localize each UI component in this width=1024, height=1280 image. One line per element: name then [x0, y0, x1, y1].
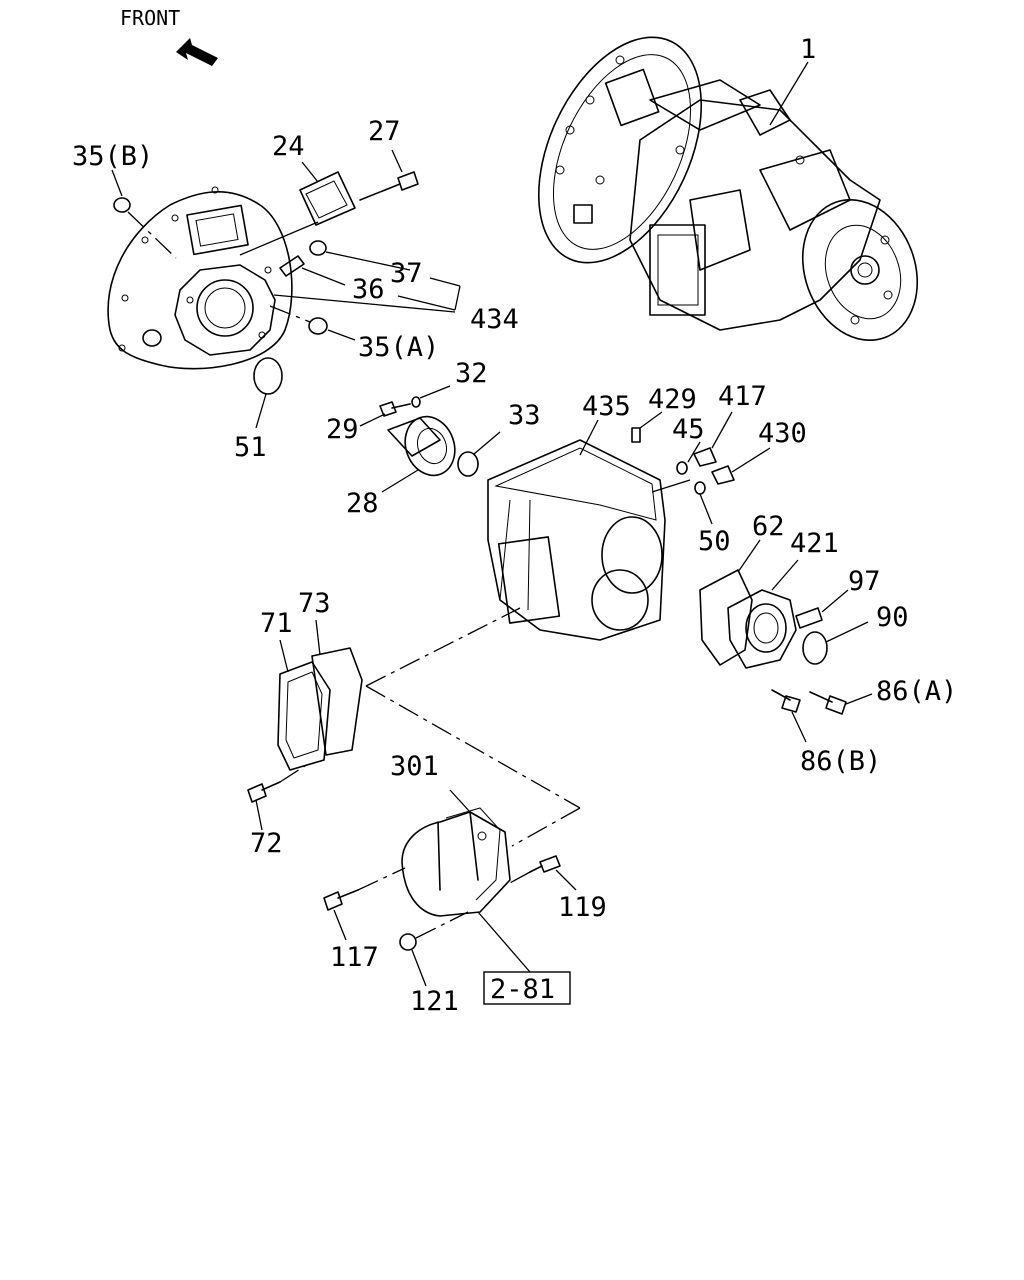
part-430-plug	[711, 465, 735, 485]
part-label-28: 28	[346, 488, 379, 519]
alignment-line	[365, 685, 581, 809]
part-35b-nut	[113, 197, 131, 213]
part-119-stud	[529, 855, 561, 873]
part-label-117: 117	[330, 942, 379, 973]
alignment-line	[511, 807, 581, 847]
part-label-421: 421	[790, 528, 839, 559]
part-label-36: 36	[352, 274, 385, 305]
part-label-97: 97	[848, 566, 881, 597]
part-label-35a: 35(A)	[358, 332, 439, 363]
part-label-29: 29	[326, 414, 359, 445]
part-97-bolt	[795, 607, 823, 629]
part-label-71: 71	[260, 608, 293, 639]
part-label-73: 73	[298, 588, 331, 619]
part-35a-nut	[308, 317, 328, 335]
part-417-plug	[693, 447, 717, 467]
part-label-33: 33	[508, 400, 541, 431]
part-435-case	[487, 439, 666, 641]
part-301-pto-cover	[401, 807, 511, 917]
part-label-429: 429	[648, 384, 697, 415]
part-label-72: 72	[250, 828, 283, 859]
part-label-37: 37	[390, 258, 423, 289]
part-429-pin	[631, 427, 641, 443]
part-label-35b: 35(B)	[72, 141, 153, 172]
part-121-nut	[399, 933, 417, 951]
part-label-62: 62	[752, 511, 785, 542]
part-72-bolt	[247, 781, 281, 803]
front-label: FRONT	[120, 6, 180, 30]
part-label-51: 51	[234, 432, 267, 463]
part-32-oring	[411, 396, 421, 408]
part-label-32: 32	[455, 358, 488, 389]
part-33-seal	[457, 451, 479, 477]
part-label-90: 90	[876, 602, 909, 633]
part-73-gasket	[311, 647, 363, 756]
part-label-121: 121	[410, 986, 459, 1017]
part-label-45: 45	[672, 414, 705, 445]
part-label-119: 119	[558, 892, 607, 923]
part-label-1: 1	[800, 34, 816, 65]
part-51-cap	[253, 357, 283, 395]
clutch-housing	[107, 186, 293, 370]
part-117-bolt	[323, 889, 359, 911]
part-label-417: 417	[718, 381, 767, 412]
part-36-pin	[279, 255, 305, 277]
part-27-bolt	[359, 171, 419, 201]
part-label-27: 27	[368, 116, 401, 147]
part-24-plate	[299, 171, 356, 226]
part-50-oring	[694, 481, 706, 495]
part-label-24: 24	[272, 131, 305, 162]
alignment-line	[365, 607, 521, 687]
part-45-oring	[676, 461, 688, 475]
part-label-86a: 86(A)	[876, 676, 957, 707]
part-421-rear-cover	[727, 589, 797, 669]
part-label-50: 50	[698, 526, 731, 557]
part-86b-bolt	[771, 689, 801, 713]
part-label-430: 430	[758, 418, 807, 449]
part-71-cover	[277, 661, 331, 771]
part-29-bolt	[379, 401, 411, 417]
part-28-retainer	[387, 415, 456, 477]
part-62-gasket	[699, 569, 753, 666]
part-label-301: 301	[390, 751, 439, 782]
part-label-435: 435	[582, 391, 631, 422]
reference-box[interactable]	[483, 971, 571, 1005]
part-37-nut	[309, 240, 327, 256]
part-label-434: 434	[470, 304, 519, 335]
part-86a-bolt	[809, 691, 847, 715]
transmission-assembly	[537, 36, 919, 342]
front-arrow-icon	[176, 38, 218, 66]
part-label-86b: 86(B)	[800, 746, 881, 777]
part-90-seal	[802, 631, 828, 665]
reference-label-2-81[interactable]: 2-81	[490, 974, 555, 1005]
